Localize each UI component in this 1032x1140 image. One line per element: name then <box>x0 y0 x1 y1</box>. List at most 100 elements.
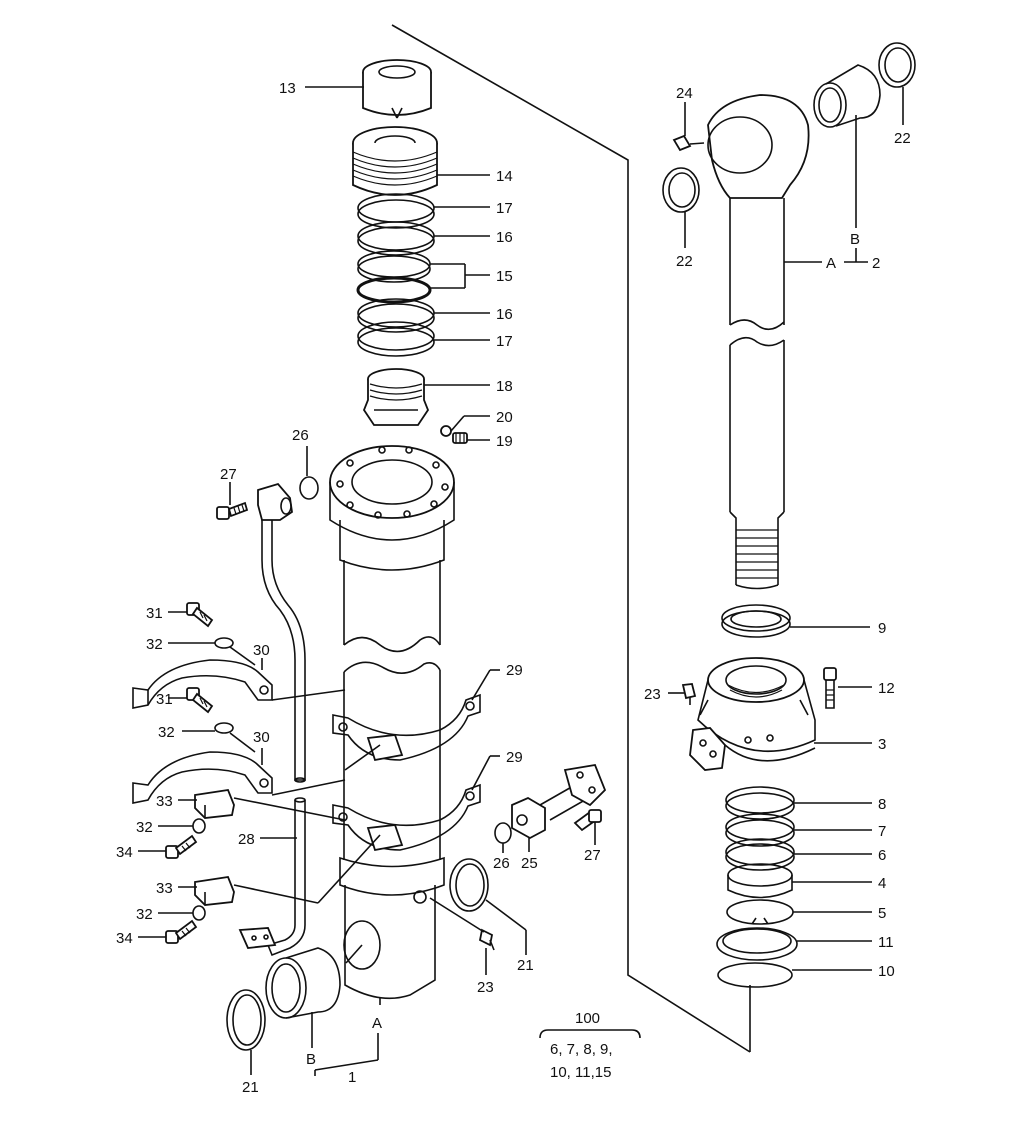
callout-18: 18 <box>496 378 513 395</box>
callout-27-lower: 27 <box>584 847 601 864</box>
callout-32-fourth: 32 <box>136 906 153 923</box>
callout-23-right: 23 <box>644 686 661 703</box>
callout-b-left: B <box>306 1051 316 1068</box>
part-22-seal-ring-left <box>662 167 700 213</box>
part-11-o-ring <box>716 927 798 961</box>
callout-33-upper: 33 <box>156 793 173 810</box>
callout-29-lower: 29 <box>506 749 523 766</box>
part-24-grease-nipple <box>672 134 705 152</box>
callout-9: 9 <box>878 620 886 637</box>
callout-27-upper: 27 <box>220 466 237 483</box>
callout-22-left: 22 <box>676 253 693 270</box>
part-26-o-ring-lower <box>494 822 512 844</box>
callout-20: 20 <box>496 409 513 426</box>
part-34-bolt-1 <box>165 834 198 859</box>
callout-32-lower: 32 <box>158 724 175 741</box>
callout-5: 5 <box>878 905 886 922</box>
callout-30-lower: 30 <box>253 729 270 746</box>
callout-23-left: 23 <box>477 979 494 996</box>
callout-25: 25 <box>521 855 538 872</box>
callout-14: 14 <box>496 168 513 185</box>
callout-8: 8 <box>878 796 886 813</box>
part-32-washer-4 <box>192 905 206 921</box>
part-12-socket-bolt <box>823 667 837 709</box>
part-20-steel-ball <box>440 425 452 437</box>
callout-21-left: 21 <box>242 1079 259 1096</box>
leader-lines <box>138 86 904 1076</box>
callout-a-left: A <box>372 1015 382 1032</box>
callout-10: 10 <box>878 963 895 980</box>
callout-11: 11 <box>878 934 894 951</box>
part-21-seal-ring-right <box>449 858 489 912</box>
callout-33-lower: 33 <box>156 880 173 897</box>
callout-28: 28 <box>238 831 255 848</box>
part-29-clamp-lower <box>332 783 481 852</box>
part-18-hex-nut <box>362 368 430 426</box>
part-6-buffer-ring <box>725 838 795 871</box>
part-17-ring-lower <box>357 321 435 357</box>
callout-34-lower: 34 <box>116 930 133 947</box>
callout-29-upper: 29 <box>506 662 523 679</box>
cylinder-tube-head <box>329 445 455 653</box>
callout-21-right: 21 <box>517 957 534 974</box>
callout-labels: 13 14 17 16 15 16 17 18 20 19 26 27 31 3… <box>116 80 911 1096</box>
callout-1: 1 <box>348 1069 356 1086</box>
callout-30-upper: 30 <box>253 642 270 659</box>
part-27-bolt-upper <box>216 501 249 520</box>
callout-12: 12 <box>878 680 895 697</box>
callout-16-lower: 16 <box>496 306 513 323</box>
cylinder-tube-bottom <box>339 661 445 1005</box>
part-32-washer-3 <box>192 818 206 834</box>
callout-16-upper: 16 <box>496 229 513 246</box>
callout-34-upper: 34 <box>116 844 133 861</box>
part-31-bolt-1 <box>186 602 214 628</box>
part-21-seal-ring-left <box>226 989 266 1051</box>
callout-4: 4 <box>878 875 886 892</box>
part-16-ring-lower <box>357 298 435 333</box>
part-32-washer-2 <box>214 722 234 734</box>
part-10-backup-ring <box>717 962 793 988</box>
callout-31-lower: 31 <box>156 691 173 708</box>
callout-31-upper: 31 <box>146 605 163 622</box>
pipe-elbow-fitting <box>257 482 293 521</box>
part-31-bolt-2 <box>186 687 214 714</box>
part-3-rod-cover <box>689 657 816 771</box>
part-17-ring-upper <box>357 193 435 229</box>
part-b-bushing-right <box>813 64 881 128</box>
assembly-guide-line <box>391 24 751 1053</box>
callout-a-right: A <box>826 255 836 272</box>
part-33-block-2 <box>194 876 235 906</box>
callout-26-upper: 26 <box>292 427 309 444</box>
part-15-seal-lower <box>356 276 432 304</box>
callout-26-lower: 26 <box>493 855 510 872</box>
part-34-bolt-2 <box>165 919 198 944</box>
callout-24: 24 <box>676 85 693 102</box>
callout-15: 15 <box>496 268 513 285</box>
part-14-piston <box>352 126 438 196</box>
piston-rod-eye <box>707 94 810 199</box>
part-23-grease-nipple-right <box>681 683 697 705</box>
part-22-seal-ring-right <box>878 42 916 88</box>
part-33-block-1 <box>194 789 235 819</box>
callout-32-upper: 32 <box>146 636 163 653</box>
part-25-pipe-fitting <box>511 763 607 840</box>
part-19-set-screw <box>452 432 468 444</box>
kit-contents-line-1: 6, 7, 8, 9, <box>550 1041 613 1058</box>
kit-contents-line-2: 10, 11,15 <box>550 1064 611 1081</box>
callout-17-upper: 17 <box>496 200 513 217</box>
kit-number: 100 <box>575 1010 600 1027</box>
callout-3: 3 <box>878 736 886 753</box>
part-27-bolt-lower <box>573 809 602 832</box>
callout-6: 6 <box>878 847 886 864</box>
callout-22-right: 22 <box>894 130 911 147</box>
callout-19: 19 <box>496 433 513 450</box>
callout-13: 13 <box>279 80 296 97</box>
part-7-u-seal <box>725 813 795 847</box>
part-9-dust-seal <box>721 604 791 638</box>
callout-17-lower: 17 <box>496 333 513 350</box>
clamp-connection-lines <box>233 689 381 904</box>
part-4-bushing <box>727 863 793 899</box>
part-a-piston-rod <box>729 198 785 590</box>
part-b-bushing-left <box>265 947 341 1019</box>
